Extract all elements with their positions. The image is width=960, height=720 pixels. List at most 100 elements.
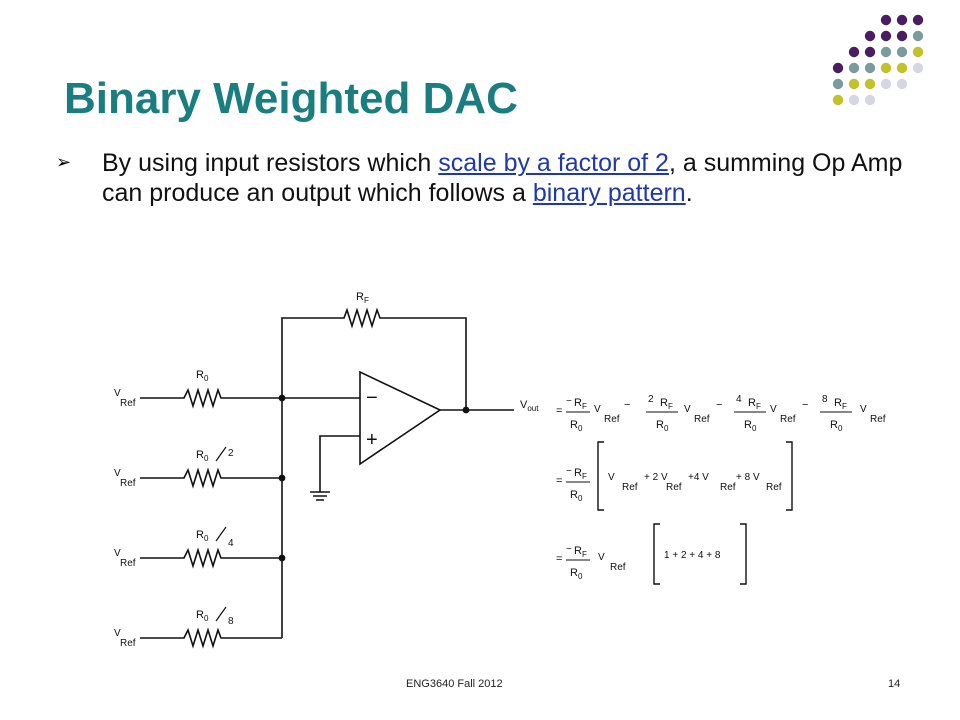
bullet-text: By using input resistors which scale by … — [102, 148, 922, 208]
decorative-dot — [912, 14, 924, 26]
decorative-dot — [864, 46, 876, 58]
svg-text:=: = — [556, 553, 562, 565]
decorative-dot — [912, 62, 924, 74]
bullet-arrow-icon: ➢ — [56, 152, 72, 172]
decorative-dot — [880, 62, 892, 74]
fraction-slash — [215, 606, 227, 622]
svg-text:VRef: VRef — [684, 404, 710, 425]
r0-label: R0 — [196, 369, 209, 383]
op-amp-plus: + — [366, 429, 378, 451]
decorative-dot — [848, 46, 860, 58]
r0-over-8-label: R0 8 — [196, 606, 234, 627]
circuit-junctions — [278, 394, 470, 562]
decorative-dot — [848, 62, 860, 74]
ground-wire — [319, 435, 360, 492]
dot-grid-group — [832, 14, 924, 106]
svg-text:RF: RF — [748, 397, 761, 411]
junction-dot — [278, 394, 286, 402]
svg-text:VRef: VRef — [598, 552, 626, 573]
decorative-dot — [912, 30, 924, 42]
decorative-dot — [912, 46, 924, 58]
link-binary-pattern[interactable]: binary pattern — [532, 179, 686, 207]
svg-text:+ 8 V: + 8 V — [736, 472, 760, 483]
footer-course: ENG3640 Fall 2012 — [406, 678, 503, 690]
decorative-dot — [832, 62, 844, 74]
decorative-dot — [864, 94, 876, 106]
equation-line-2: = − RF R0 VRef + 2 V Ref +4 V Ref + 8 V … — [556, 441, 793, 511]
svg-text:VRef: VRef — [860, 404, 886, 425]
fraction-slash — [215, 446, 227, 462]
link-scale-factor[interactable]: scale by a factor of 2 — [438, 149, 669, 177]
svg-text:VRef: VRef — [594, 404, 620, 425]
svg-text:VRef: VRef — [770, 404, 796, 425]
svg-text:−: − — [566, 544, 572, 555]
svg-text:=: = — [556, 405, 562, 417]
svg-text:+4 V: +4 V — [688, 472, 709, 483]
vref-label-2: VRef — [114, 468, 136, 489]
svg-text:RF: RF — [574, 545, 587, 559]
svg-text:2: 2 — [648, 394, 654, 405]
right-bracket — [786, 441, 793, 511]
svg-text:R0: R0 — [570, 419, 583, 433]
decorative-dot — [896, 46, 908, 58]
svg-text:R0: R0 — [830, 419, 843, 433]
ground-symbol-icon — [310, 491, 330, 501]
svg-text:8: 8 — [228, 616, 234, 627]
svg-text:RF: RF — [834, 397, 847, 411]
op-amp-minus: − — [366, 387, 378, 409]
bullet-text-middle: , a summing Op Amp can produce an output… — [102, 149, 903, 207]
input-branch-4 — [140, 627, 282, 649]
r0-over-2-label: R0 2 — [196, 446, 234, 463]
svg-text:=: = — [556, 475, 562, 487]
decorative-dot — [864, 30, 876, 42]
decorative-dot — [880, 46, 892, 58]
svg-text:−: − — [566, 396, 572, 407]
svg-text:−: − — [716, 399, 722, 411]
feedback-path — [281, 307, 467, 410]
svg-text:4: 4 — [228, 538, 234, 549]
op-amp-triangle — [359, 370, 442, 466]
vref-label-1: VRef — [114, 388, 136, 409]
circuit-wires — [140, 307, 514, 649]
decorative-dot — [880, 14, 892, 26]
svg-text:Ref: Ref — [766, 482, 782, 493]
decorative-dot — [848, 78, 860, 90]
decorative-dot — [896, 62, 908, 74]
decorative-dot — [896, 14, 908, 26]
decorative-dot — [880, 78, 892, 90]
svg-text:2: 2 — [228, 448, 234, 459]
dac-circuit-figure: RF R0 R0 2 R0 4 R0 8 VRef VRef VRef VRef… — [104, 278, 908, 660]
decorative-dot — [832, 94, 844, 106]
svg-text:RF: RF — [574, 467, 587, 481]
svg-text:R0: R0 — [196, 609, 209, 623]
bullet-text-prefix: By using input resistors which — [102, 149, 439, 177]
svg-text:VRef: VRef — [608, 472, 638, 493]
right-bracket — [740, 523, 747, 585]
vref-label-3: VRef — [114, 548, 136, 569]
equation-line-3: = − RF R0 VRef 1 + 2 + 4 + 8 — [556, 523, 747, 585]
svg-text:RF: RF — [574, 397, 587, 411]
svg-text:Ref: Ref — [666, 482, 682, 493]
svg-text:R0: R0 — [570, 567, 583, 581]
svg-text:−: − — [802, 399, 808, 411]
svg-text:R0: R0 — [744, 419, 757, 433]
junction-dot — [462, 406, 470, 414]
svg-text:Ref: Ref — [720, 482, 736, 493]
svg-text:4: 4 — [736, 394, 742, 405]
slide-title: Binary Weighted DAC — [64, 74, 518, 123]
input-branch-3 — [140, 547, 282, 569]
decorative-dot — [848, 94, 860, 106]
r0-over-4-label: R0 4 — [196, 526, 234, 549]
svg-text:1 + 2 + 4 + 8: 1 + 2 + 4 + 8 — [664, 550, 721, 561]
decorative-dot — [864, 62, 876, 74]
svg-text:R0: R0 — [196, 529, 209, 543]
svg-text:R0: R0 — [570, 489, 583, 503]
rf-label: RF — [356, 291, 369, 305]
svg-text:RF: RF — [660, 397, 673, 411]
svg-text:8: 8 — [822, 394, 828, 405]
svg-text:−: − — [624, 399, 630, 411]
input-branch-1 — [140, 387, 282, 409]
left-bracket — [653, 523, 660, 585]
decorative-dot — [832, 78, 844, 90]
left-bracket — [597, 441, 604, 511]
